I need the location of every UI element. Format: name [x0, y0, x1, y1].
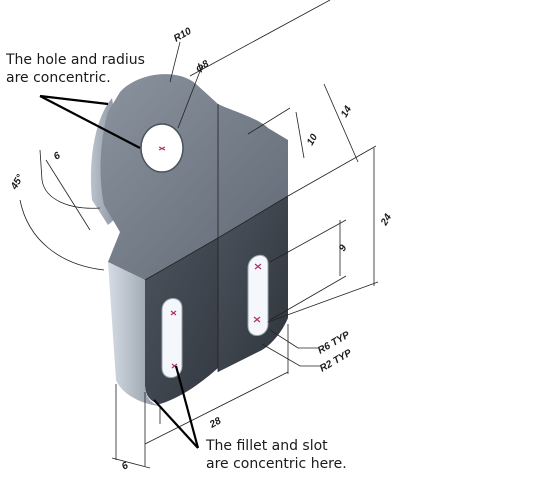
dim-14: 14 — [339, 104, 354, 120]
part-body — [90, 74, 289, 406]
upper-plate-face — [100, 74, 288, 280]
bottom-note-line1: The fillet and slot — [205, 438, 328, 454]
dim-6-bottom: 6 — [120, 460, 131, 473]
right-slot-center-top — [254, 263, 262, 270]
right-slot-center-bottom — [253, 316, 261, 323]
top-note-line2: are concentric. — [6, 70, 111, 86]
dimension-lines — [19, 0, 379, 469]
dim-9: 9 — [337, 243, 350, 254]
dim-10: 10 — [305, 132, 320, 148]
dim-6-top: 6 — [52, 150, 63, 163]
top-note-line1: The hole and radius — [5, 52, 145, 68]
left-slot — [161, 298, 183, 378]
lower-left-fillet — [108, 262, 160, 406]
dim-24: 24 — [379, 212, 395, 228]
bottom-note-line2: are concentric here. — [206, 456, 347, 472]
notes: The hole and radius are concentric. The … — [5, 52, 347, 472]
left-slot-center-top — [170, 310, 177, 316]
right-slot — [247, 254, 269, 336]
dim-45deg: 45° — [9, 172, 27, 192]
dim-r10: R10 — [172, 26, 194, 45]
annotation-leaders — [39, 94, 200, 449]
hole-center-mark — [158, 146, 166, 151]
dim-28: 28 — [207, 415, 223, 431]
